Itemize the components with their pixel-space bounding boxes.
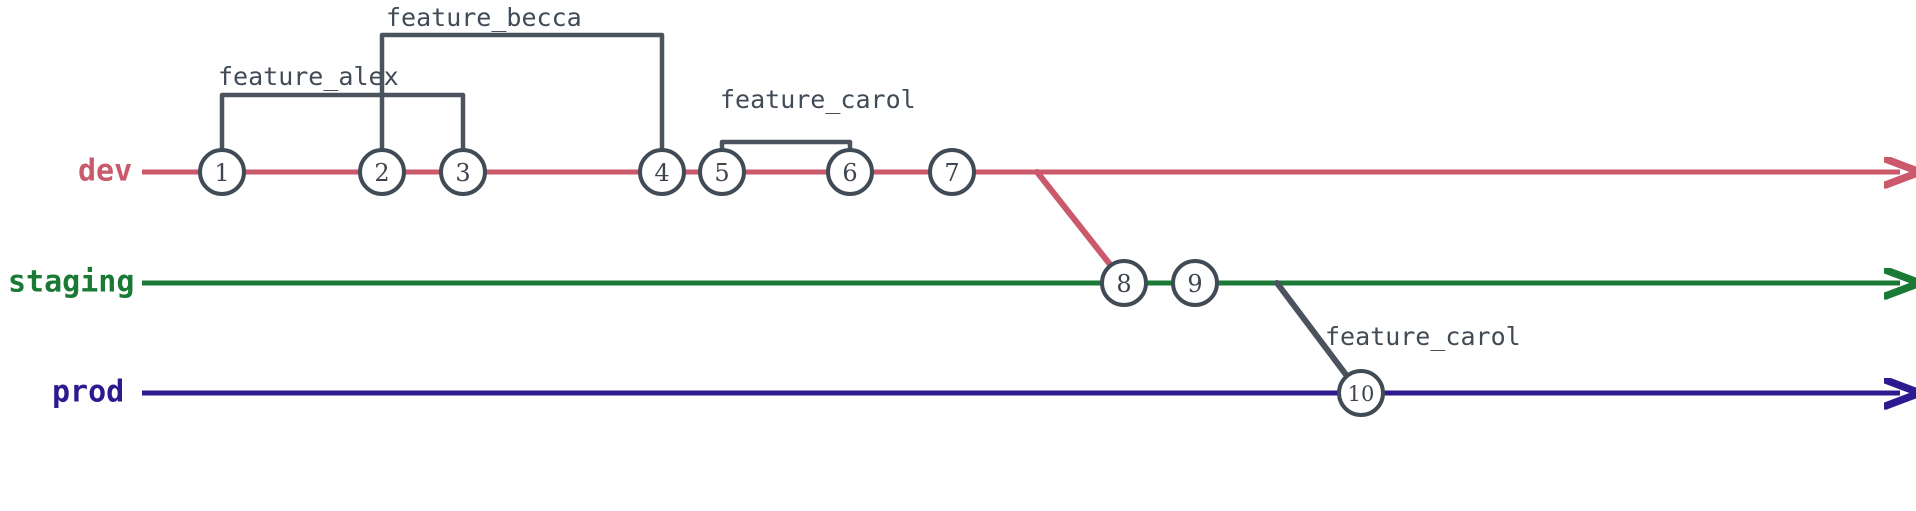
merge-edges	[1034, 169, 1353, 383]
commit-node-circle[interactable]	[358, 148, 406, 196]
commit-node-number: 3	[455, 159, 470, 187]
branch-label-staging: staging	[8, 265, 134, 300]
merge-edge-dev-to-staging	[1034, 169, 1119, 275]
commit-node-number: 10	[1348, 382, 1375, 406]
commit-node-circle[interactable]	[698, 148, 746, 196]
commit-node-7[interactable]: 7	[928, 148, 976, 196]
commit-node-circle[interactable]	[198, 148, 246, 196]
branch-label-dev: dev	[78, 154, 132, 189]
branch-labels: dev staging prod	[8, 154, 134, 410]
merge-labels: feature_carol	[1325, 322, 1521, 351]
commit-node-number: 4	[654, 159, 669, 187]
feature-bracket-feature_becca	[379, 32, 665, 153]
commit-node-circle[interactable]	[439, 148, 487, 196]
commit-node-number: 5	[714, 159, 729, 187]
commit-node-10[interactable]: 10	[1337, 369, 1385, 417]
commit-node-number: 1	[214, 159, 229, 187]
feature-bracket-feature_alex	[219, 92, 466, 153]
commit-node-6[interactable]: 6	[826, 148, 874, 196]
commit-node-circle[interactable]	[826, 148, 874, 196]
commit-node-circle[interactable]	[928, 148, 976, 196]
feature-bracket-label: feature_carol	[720, 85, 916, 114]
merge-edge-label: feature_carol	[1325, 322, 1521, 351]
commit-node-circle[interactable]	[638, 148, 686, 196]
commit-node-2[interactable]: 2	[358, 148, 406, 196]
commit-node-8[interactable]: 8	[1100, 259, 1148, 307]
branch-lines	[142, 172, 1900, 393]
feature-brackets: feature_alex feature_becca feature_carol	[218, 3, 916, 153]
commit-node-circle[interactable]	[1171, 259, 1219, 307]
commit-node-number: 2	[374, 159, 389, 187]
commit-node-4[interactable]: 4	[638, 148, 686, 196]
feature-bracket-label: feature_becca	[386, 3, 582, 32]
commit-node-circle[interactable]	[1337, 369, 1385, 417]
commit-node-circle[interactable]	[1100, 259, 1148, 307]
commit-nodes: 1 2 3 4 5 6 7 8 9 10	[198, 148, 1385, 417]
merge-edge-staging-to-prod	[1274, 280, 1353, 383]
commit-node-number: 6	[842, 159, 857, 187]
commit-node-5[interactable]: 5	[698, 148, 746, 196]
branch-label-prod: prod	[52, 375, 124, 410]
commit-node-number: 8	[1116, 270, 1131, 298]
commit-node-number: 7	[944, 159, 959, 187]
commit-node-3[interactable]: 3	[439, 148, 487, 196]
commit-node-number: 9	[1187, 270, 1202, 298]
feature-bracket-label: feature_alex	[218, 62, 399, 91]
feature-bracket-feature_carol	[719, 139, 853, 153]
commit-node-1[interactable]: 1	[198, 148, 246, 196]
commit-node-9[interactable]: 9	[1171, 259, 1219, 307]
